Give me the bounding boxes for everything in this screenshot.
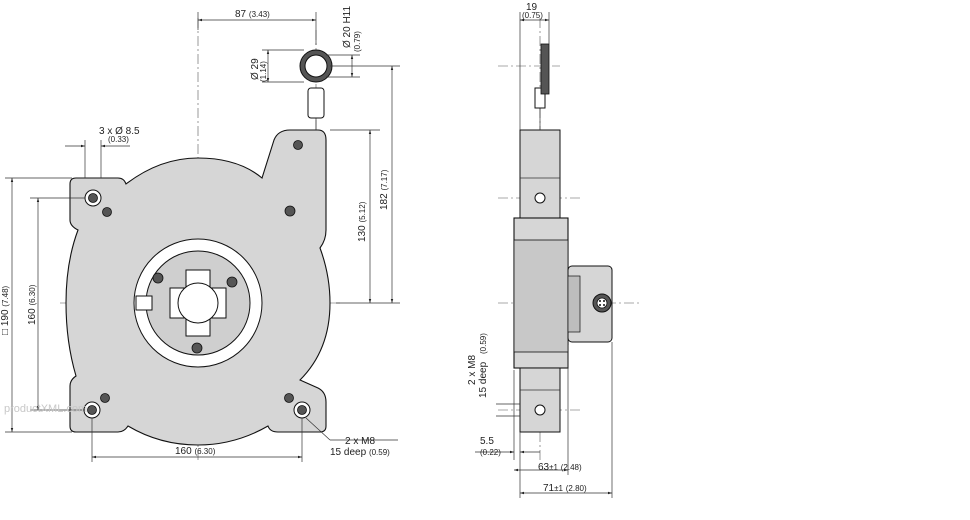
thread-depth-front: 15 deep (0.59) bbox=[330, 447, 390, 458]
rope-eyelet-inner bbox=[304, 54, 328, 78]
clamp-key bbox=[135, 295, 153, 311]
side-upper-block bbox=[519, 129, 561, 219]
dim-mount-holes-in: (0.33) bbox=[108, 135, 129, 144]
dim-19: 19 bbox=[526, 2, 538, 13]
thread-label-side: 2 x M8 bbox=[467, 355, 478, 385]
mount-hole-top-left-2 bbox=[102, 207, 112, 217]
mount-hole-upper-right bbox=[284, 205, 296, 217]
dim-160-horizontal: 160 (6.30) bbox=[175, 446, 216, 457]
dim-5-5-in: (0.22) bbox=[480, 448, 501, 457]
clamp-hub bbox=[177, 282, 219, 324]
rope-sleeve bbox=[307, 87, 325, 119]
dim-mount-holes: 3 x Ø 8.5 bbox=[99, 126, 140, 137]
dim-63: 63±1 (2.48) bbox=[538, 462, 582, 473]
thread-depth-side: 15 deep bbox=[478, 361, 489, 398]
side-rope-sleeve bbox=[534, 87, 546, 109]
dim-160-vertical: 160 (6.30) bbox=[27, 284, 38, 325]
dim-130: 130 (5.12) bbox=[357, 201, 368, 242]
dim-5-5: 5.5 bbox=[480, 436, 494, 447]
thread-depth-side-in: (0.59) bbox=[479, 333, 488, 354]
dim-hole-d20: Ø 20 H11 bbox=[342, 6, 353, 48]
side-lower-block bbox=[519, 367, 561, 433]
watermark: productXML.com bbox=[4, 403, 87, 415]
dim-hole-d20-in: (0.79) bbox=[353, 31, 362, 52]
dim-87: 87 (3.43) bbox=[235, 9, 270, 20]
side-view: 19 (0.75) 2 x M8 15 deep (0.59) 5.5 (0.2… bbox=[467, 2, 640, 498]
dim-182: 182 (7.17) bbox=[379, 169, 390, 210]
front-view: 87 (3.43) Ø 29 (1.14) Ø 20 H11 (0.79) 13… bbox=[0, 6, 400, 462]
dim-ring-d29-in: (1.14) bbox=[259, 61, 268, 82]
mount-hole-top bbox=[293, 140, 303, 150]
dim-ring-d29: Ø 29 bbox=[250, 58, 261, 80]
side-eyelet bbox=[540, 43, 550, 95]
dim-19-in: (0.75) bbox=[522, 11, 543, 20]
thread-label-front: 2 x M8 bbox=[345, 436, 375, 447]
dim-71: 71±1 (2.80) bbox=[543, 483, 587, 494]
dim-190: □ 190 (7.48) bbox=[0, 285, 11, 335]
